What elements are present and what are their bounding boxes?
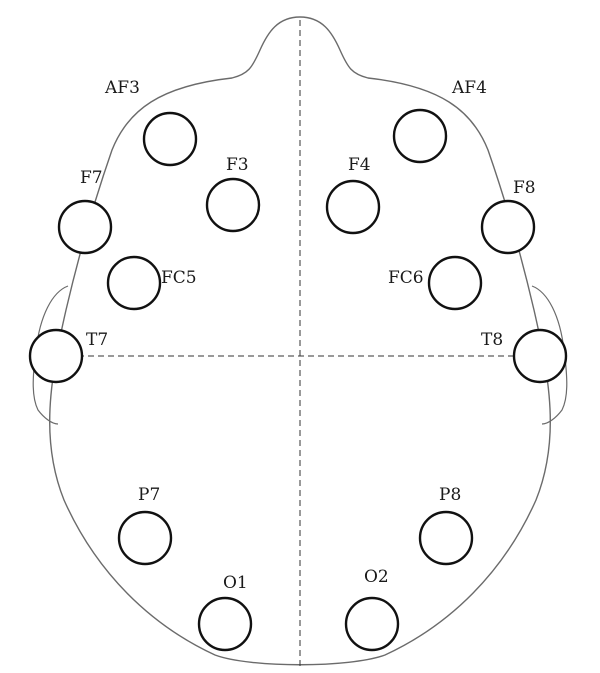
electrode-circle bbox=[325, 179, 381, 235]
electrode-circle bbox=[28, 328, 84, 384]
electrode-label: AF3 bbox=[104, 78, 140, 98]
electrode-label: P8 bbox=[439, 485, 461, 505]
electrode-circle bbox=[512, 328, 568, 384]
electrode-label: F7 bbox=[80, 168, 103, 188]
electrode-label: P7 bbox=[138, 485, 160, 505]
electrode-o1: O1 bbox=[197, 573, 253, 652]
electrode-label: F8 bbox=[513, 178, 536, 198]
electrode-label: T8 bbox=[481, 330, 503, 350]
electrode-f7: F7 bbox=[57, 168, 113, 255]
electrode-f3: F3 bbox=[205, 155, 261, 233]
electrode-circle bbox=[117, 510, 173, 566]
electrode-label: FC6 bbox=[388, 268, 424, 288]
electrode-fc5: FC5 bbox=[106, 255, 197, 311]
electrode-label: O1 bbox=[223, 573, 248, 593]
electrode-label: AF4 bbox=[451, 78, 487, 98]
electrode-label: O2 bbox=[364, 567, 389, 587]
electrode-circle bbox=[205, 177, 261, 233]
electrode-circle bbox=[392, 108, 448, 164]
electrode-circle bbox=[418, 510, 474, 566]
electrode-label: F4 bbox=[348, 155, 371, 175]
electrode-circle bbox=[344, 596, 400, 652]
electrode-p8: P8 bbox=[418, 485, 474, 566]
electrode-label: FC5 bbox=[161, 268, 197, 288]
electrode-o2: O2 bbox=[344, 567, 400, 652]
electrode-circle bbox=[480, 199, 536, 255]
electrode-circle bbox=[427, 255, 483, 311]
electrode-label: T7 bbox=[86, 330, 108, 350]
electrode-p7: P7 bbox=[117, 485, 173, 566]
electrode-t7: T7 bbox=[28, 328, 108, 384]
electrode-label: F3 bbox=[226, 155, 249, 175]
electrode-circle bbox=[106, 255, 162, 311]
electrode-circle bbox=[197, 596, 253, 652]
electrode-circle bbox=[57, 199, 113, 255]
electrode-fc6: FC6 bbox=[388, 255, 483, 311]
electrode-f4: F4 bbox=[325, 155, 381, 235]
electrode-af3: AF3 bbox=[104, 78, 198, 167]
electrode-f8: F8 bbox=[480, 178, 536, 255]
electrode-circle bbox=[142, 111, 198, 167]
electrode-af4: AF4 bbox=[392, 78, 487, 164]
electrode-t8: T8 bbox=[481, 328, 568, 384]
